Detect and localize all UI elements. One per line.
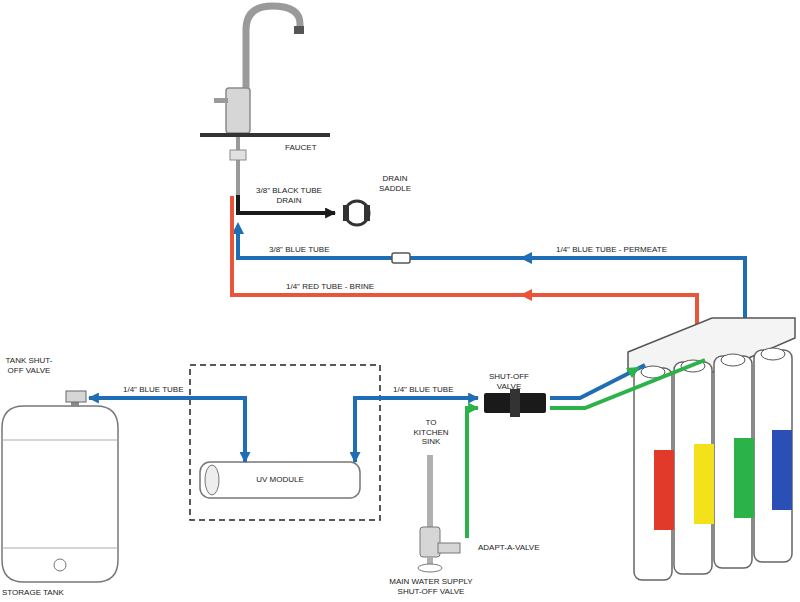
faucet-stem <box>236 137 240 195</box>
filter-cap <box>721 354 745 366</box>
filter-band-blue <box>772 430 792 510</box>
shut-off-valve-lever <box>510 389 520 417</box>
flow-arrow <box>520 252 532 264</box>
filter-band-yellow <box>694 444 714 524</box>
tube-label: 1/4" BLUE TUBE <box>122 385 185 395</box>
adapt-a-valve-fitting <box>438 543 460 553</box>
node-label: ADAPT-A-VALVE <box>478 543 540 553</box>
flow-arrow <box>520 289 532 301</box>
faucet-nut <box>230 150 246 160</box>
counter-top <box>200 133 330 137</box>
filter-cartridge <box>754 350 792 562</box>
faucet-tip <box>294 26 304 34</box>
uv-enclosure <box>190 365 380 520</box>
tube-label: 1/4" BLUE TUBE - PERMEATE <box>555 245 668 255</box>
faucet-handle <box>214 98 228 103</box>
faucet: FAUCET <box>205 0 325 195</box>
storage-tank-shell <box>2 406 118 582</box>
uv-module-housing <box>200 462 360 498</box>
tube-connector <box>355 398 478 462</box>
filter-band-green <box>734 438 754 518</box>
node-label: UV MODULE <box>200 475 360 485</box>
uv-module: UV MODULE <box>200 462 362 498</box>
node-label: STORAGE TANK <box>2 588 64 598</box>
kitchen-sink-pipe <box>427 455 433 527</box>
uv-module-cap <box>205 465 219 495</box>
tube-label: 3/8" BLACK TUBE DRAIN <box>250 186 328 205</box>
tank-air-valve <box>54 559 66 571</box>
tube-fitting <box>392 253 410 263</box>
main-supply-valve: MAIN WATER SUPPLY SHUT-OFF VALVE <box>382 575 482 600</box>
main-valve-handle <box>418 564 442 572</box>
storage-tank: STORAGE TANK <box>0 406 120 600</box>
shut-off-valve: SHUT-OFF VALVE <box>478 372 550 416</box>
drain-saddle-fitting <box>343 205 349 221</box>
tank-seam <box>2 548 118 549</box>
tank-valve-body <box>66 391 86 402</box>
tank-seam <box>2 440 118 441</box>
drain-saddle: DRAIN SADDLE <box>335 172 419 230</box>
node-label: TANK SHUT-OFF VALVE <box>5 356 53 375</box>
filter-cap <box>761 348 785 360</box>
node-label: SHUT-OFF VALVE <box>484 372 534 391</box>
node-label: MAIN WATER SUPPLY SHUT-OFF VALVE <box>382 577 480 596</box>
brine-tube <box>232 196 697 325</box>
node-label: DRAIN SADDLE <box>373 174 417 193</box>
faucet-spout <box>246 6 300 132</box>
filter-cartridges <box>634 348 792 580</box>
tube-connector <box>467 408 478 538</box>
tube-label: 1/4" BLUE TUBE <box>392 385 455 395</box>
node-label: FAUCET <box>285 143 317 153</box>
flow-arrow <box>626 367 640 378</box>
faucet-body <box>226 88 250 133</box>
supply-feed-tube <box>550 360 705 408</box>
tank-shut-off-valve: TANK SHUT-OFF VALVE <box>5 354 89 404</box>
tube-label: TO KITCHEN SINK <box>408 418 454 447</box>
main-valve-body <box>420 527 440 557</box>
tank-feed-tube <box>550 365 645 398</box>
adapt-a-valve: ADAPT-A-VALVE <box>458 538 558 558</box>
permeate-tube <box>238 226 745 322</box>
drain-saddle-bolt <box>364 205 370 221</box>
filter-band-red <box>654 450 674 530</box>
tube-connector <box>89 398 245 462</box>
tube-label: 3/8" BLUE TUBE <box>268 245 331 255</box>
tube-label: 1/4" RED TUBE - BRINE <box>285 282 375 292</box>
